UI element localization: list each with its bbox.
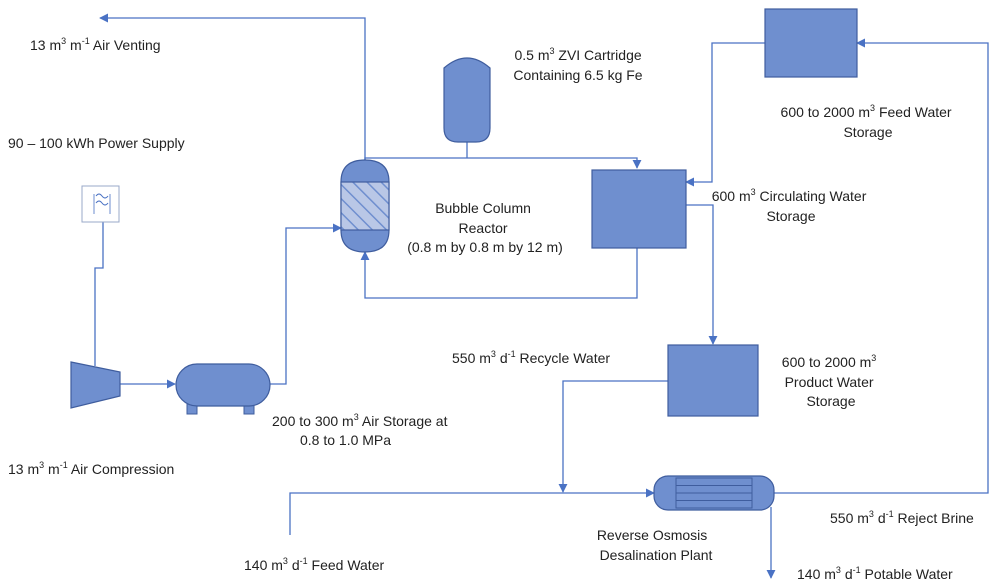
label-zvi-cartridge: 0.5 m3 ZVI Cartridge Containing 6.5 kg F…: [513, 46, 645, 83]
flow-lines: [94, 13, 989, 579]
label-feed-water: 140 m3 d-1 Feed Water: [244, 556, 384, 573]
power-supply-icon: [81, 185, 120, 223]
product-water-storage: [667, 344, 759, 417]
circulating-water-storage: [591, 169, 687, 249]
label-reverse-osmosis: Reverse Osmosis Desalination Plant: [597, 527, 713, 563]
circulating-to-product-line: [686, 204, 718, 345]
label-bubble-column-reactor: Bubble Column Reactor (0.8 m by 0.8 m by…: [407, 200, 563, 255]
label-air-venting: 13 m3 m-1 Air Venting: [30, 36, 161, 53]
bubble-column-reactor: [340, 159, 390, 253]
zvi-cartridge: [443, 57, 491, 143]
label-power-supply: 90 – 100 kWh Power Supply: [8, 135, 185, 151]
label-feed-water-storage: 600 to 2000 m3 Feed Water Storage: [781, 103, 956, 140]
power-line: [94, 222, 104, 366]
feed-water-storage: [764, 8, 858, 78]
feed-water-line: [289, 488, 655, 535]
reverse-osmosis-unit: [653, 475, 775, 511]
air-venting-line: [99, 13, 366, 160]
storage-to-reactor-line: [270, 223, 342, 385]
label-recycle-water: 550 m3 d-1 Recycle Water: [452, 349, 610, 366]
label-potable-water: 140 m3 d-1 Potable Water: [797, 565, 953, 582]
reject-brine-line: [774, 38, 989, 494]
air-storage-vessel: [175, 363, 271, 415]
label-air-compression: 13 m3 m-1 Air Compression: [8, 460, 174, 477]
label-circulating-water-storage: 600 m3 Circulating Water Storage: [712, 187, 871, 224]
air-compressor-icon: [70, 361, 121, 409]
feed-storage-to-circulating-line: [685, 42, 765, 187]
recycle-water-line: [558, 380, 668, 493]
label-product-water-storage: 600 to 2000 m3 Product Water Storage: [782, 348, 880, 409]
label-air-storage: 200 to 300 m3 Air Storage at 0.8 to 1.0 …: [272, 412, 451, 448]
label-reject-brine: 550 m3 d-1 Reject Brine: [830, 509, 974, 526]
circulating-return-line: [360, 248, 638, 299]
reactor-to-circulating-line: [364, 157, 642, 169]
